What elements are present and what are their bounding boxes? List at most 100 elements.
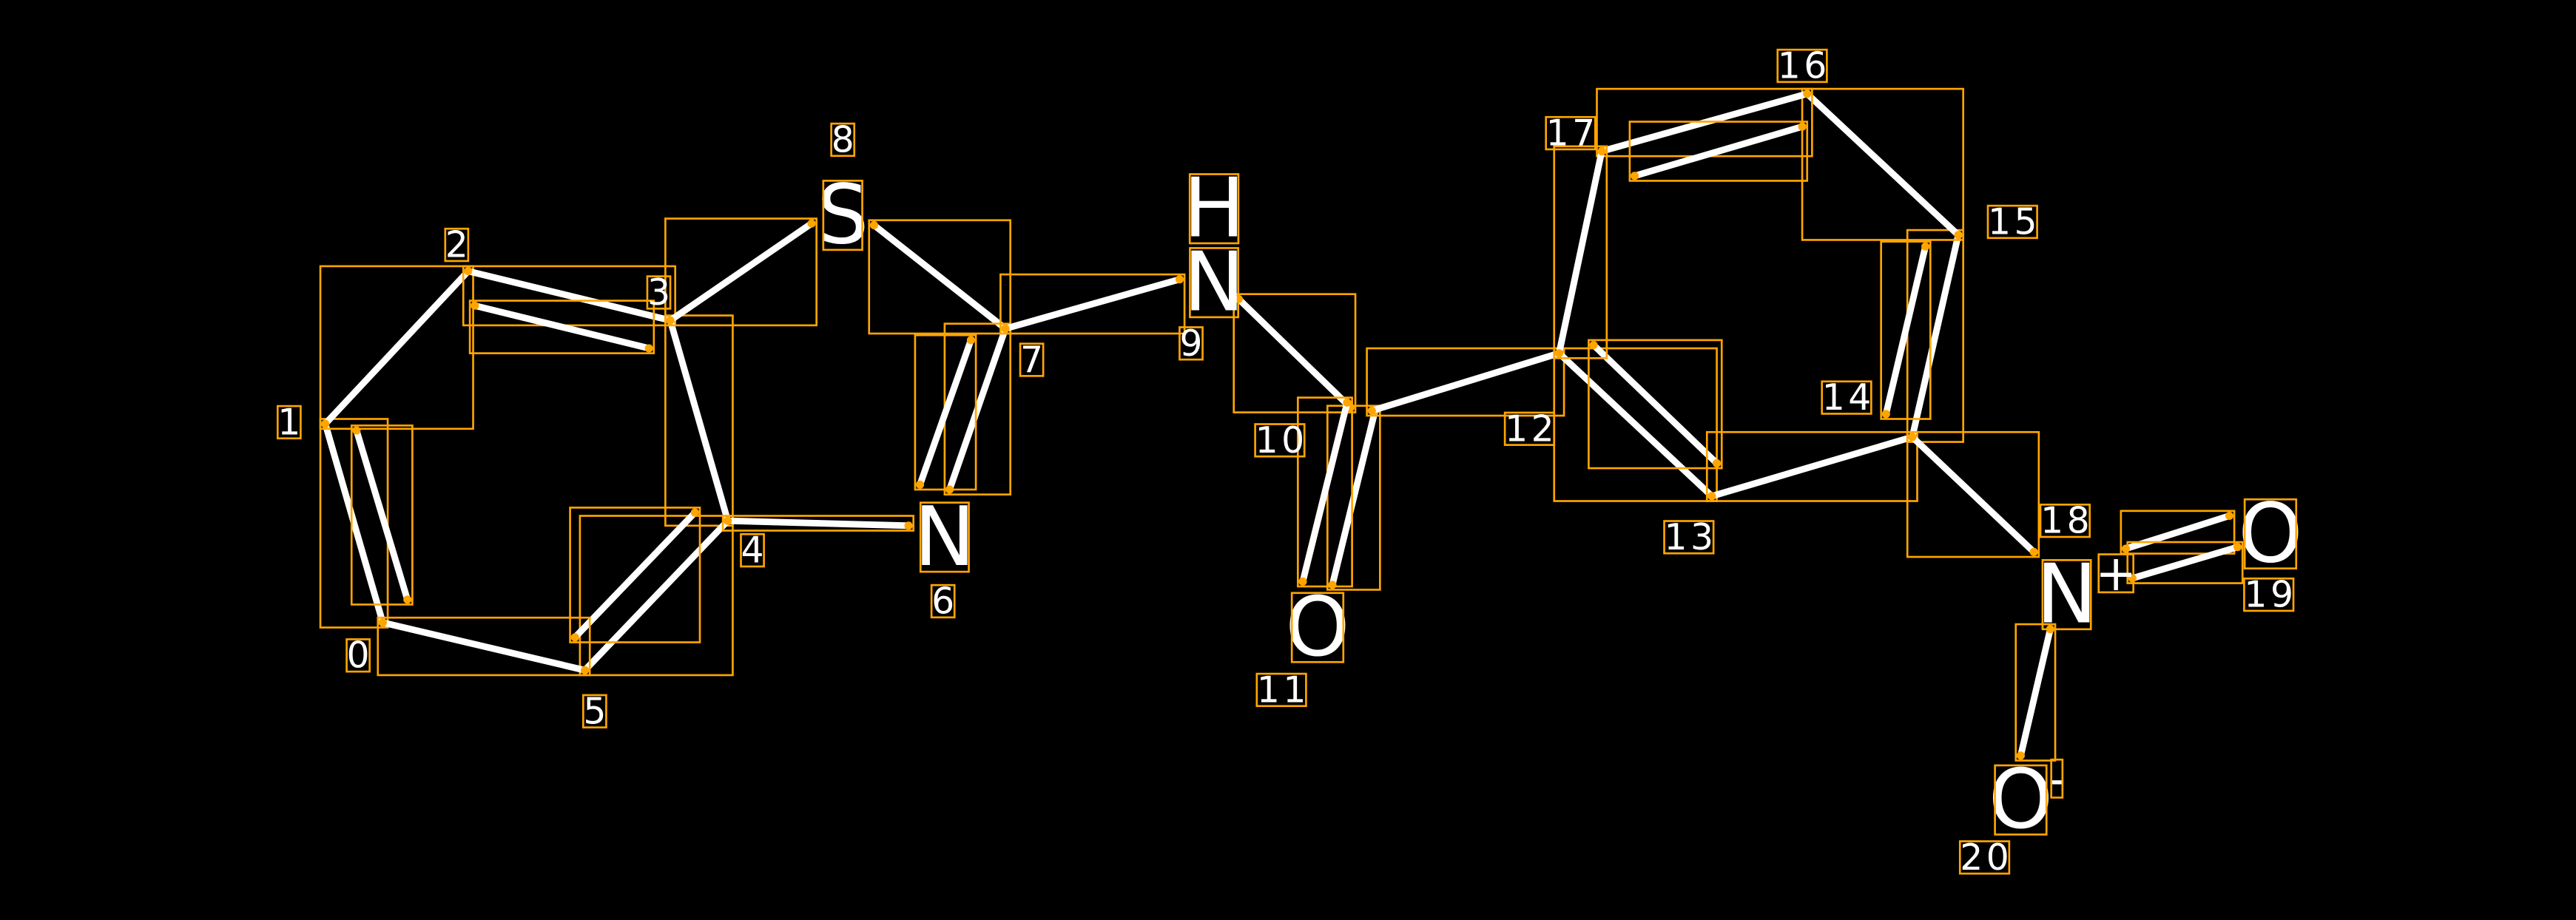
bond-endpoint xyxy=(352,426,361,435)
atom-index-label: 16 xyxy=(1778,45,1830,87)
bond-bbox xyxy=(319,265,474,430)
bond-bbox xyxy=(468,300,655,354)
atom-index-label: 15 xyxy=(1988,201,2040,243)
atom-index-bbox xyxy=(830,122,856,158)
bond-bbox xyxy=(1553,145,1608,359)
atom-index-bbox xyxy=(2039,503,2091,538)
atom-index-label: 7 xyxy=(1020,339,1047,381)
atom-index-bbox xyxy=(646,275,672,310)
bond-endpoint xyxy=(1803,89,1812,98)
bond-line xyxy=(1235,295,1354,411)
bond-line xyxy=(870,222,1009,332)
atom-index-bbox xyxy=(1958,840,2011,875)
bond-line xyxy=(946,325,1009,493)
bond-endpoint xyxy=(1343,398,1352,407)
bond-bbox xyxy=(914,334,977,491)
bond-endpoint xyxy=(2016,751,2025,760)
atom-symbol-bbox xyxy=(2050,758,2064,799)
bond-endpoint xyxy=(1908,433,1917,442)
atom-index-label: 14 xyxy=(1822,376,1875,419)
bond-bbox xyxy=(1366,347,1565,417)
bond-endpoint xyxy=(2233,543,2242,552)
bond-endpoint xyxy=(1597,146,1606,156)
atom-symbol-bbox xyxy=(2041,559,2092,631)
bond-line xyxy=(1909,433,2037,555)
bond-endpoint xyxy=(378,618,387,627)
atom-symbol-O: O xyxy=(1989,752,2053,848)
bond-endpoint xyxy=(1631,172,1639,180)
atom-symbol-bbox xyxy=(2097,553,2135,594)
atom-index-label: 3 xyxy=(647,271,674,314)
bond-bbox xyxy=(1233,293,1357,413)
bond-endpoint xyxy=(644,344,653,353)
atom-index-bbox xyxy=(1254,423,1306,458)
atom-symbol-O: O xyxy=(2238,486,2302,581)
atom-index-label: 0 xyxy=(347,635,374,677)
atom-symbol-bbox xyxy=(2243,498,2298,569)
bond-bbox xyxy=(1906,430,2040,558)
atom-index-label: 19 xyxy=(2244,574,2296,616)
atom-symbol-bbox xyxy=(919,501,970,573)
atom-index-label: 8 xyxy=(832,118,858,160)
bond-line xyxy=(667,220,815,324)
bond-endpoint xyxy=(471,301,479,310)
atom-index-label: 17 xyxy=(1546,112,1599,155)
bond-endpoint xyxy=(690,508,699,517)
atom-index-label: 9 xyxy=(1179,322,1206,365)
atom-symbol-O: O xyxy=(1285,580,1349,675)
atom-index-bbox xyxy=(1019,342,1045,377)
bond-line xyxy=(581,517,732,674)
atom-index-bbox xyxy=(1179,326,1204,361)
atom-symbol-S: S xyxy=(817,168,869,263)
atom-index-bbox xyxy=(345,638,371,673)
atom-symbol-bbox xyxy=(1188,173,1240,245)
atom-symbol-N: N xyxy=(914,490,975,585)
bond-endpoint xyxy=(570,633,579,642)
bond-endpoint xyxy=(2225,511,2233,521)
bond-endpoint xyxy=(807,219,816,228)
bond-bbox xyxy=(2120,510,2236,555)
bond-endpoint xyxy=(724,516,732,525)
bond-endpoint xyxy=(321,419,330,428)
bond-line xyxy=(353,427,411,603)
atom-index-label: 18 xyxy=(2040,500,2093,542)
atom-index-label: 10 xyxy=(1255,419,1308,461)
atom-symbol-+: + xyxy=(2095,544,2137,602)
bond-line xyxy=(1804,90,1962,239)
atom-index-bbox xyxy=(1821,380,1872,415)
bond-bbox xyxy=(569,507,701,643)
bond-line xyxy=(1368,350,1562,414)
atom-symbol-H: H xyxy=(1183,161,1244,257)
atom-index-label: 6 xyxy=(931,580,958,622)
bond-endpoint xyxy=(1554,349,1563,358)
bond-endpoint xyxy=(869,220,878,229)
bond-line xyxy=(2122,513,2233,552)
bond-bbox xyxy=(1588,339,1723,470)
bond-endpoint xyxy=(1175,275,1184,284)
bond-line xyxy=(571,509,698,641)
bond-line xyxy=(465,268,674,324)
bond-bbox xyxy=(462,265,677,327)
atom-index-label: 2 xyxy=(445,224,472,266)
bond-line xyxy=(1555,350,1716,500)
atom-index-bbox xyxy=(2243,577,2295,612)
atom-index-bbox xyxy=(1503,411,1556,446)
bond-line xyxy=(471,302,653,352)
bond-line xyxy=(1631,123,1806,180)
bond-endpoint xyxy=(1713,459,1722,467)
bond-endpoint xyxy=(1881,410,1890,419)
atom-symbol-bbox xyxy=(822,180,863,251)
atom-symbol-N: N xyxy=(2036,547,2097,643)
atom-index-bbox xyxy=(444,227,470,263)
bond-bbox xyxy=(999,273,1186,335)
atom-symbol-N: N xyxy=(1184,235,1245,331)
atom-index-label: 4 xyxy=(741,530,768,572)
bond-line xyxy=(1555,148,1605,357)
atom-index-bbox xyxy=(582,694,607,728)
bond-endpoint xyxy=(2029,547,2038,556)
atom-index-bbox xyxy=(1663,520,1715,555)
bond-bbox xyxy=(1801,87,1965,241)
bond-endpoint xyxy=(916,480,925,489)
